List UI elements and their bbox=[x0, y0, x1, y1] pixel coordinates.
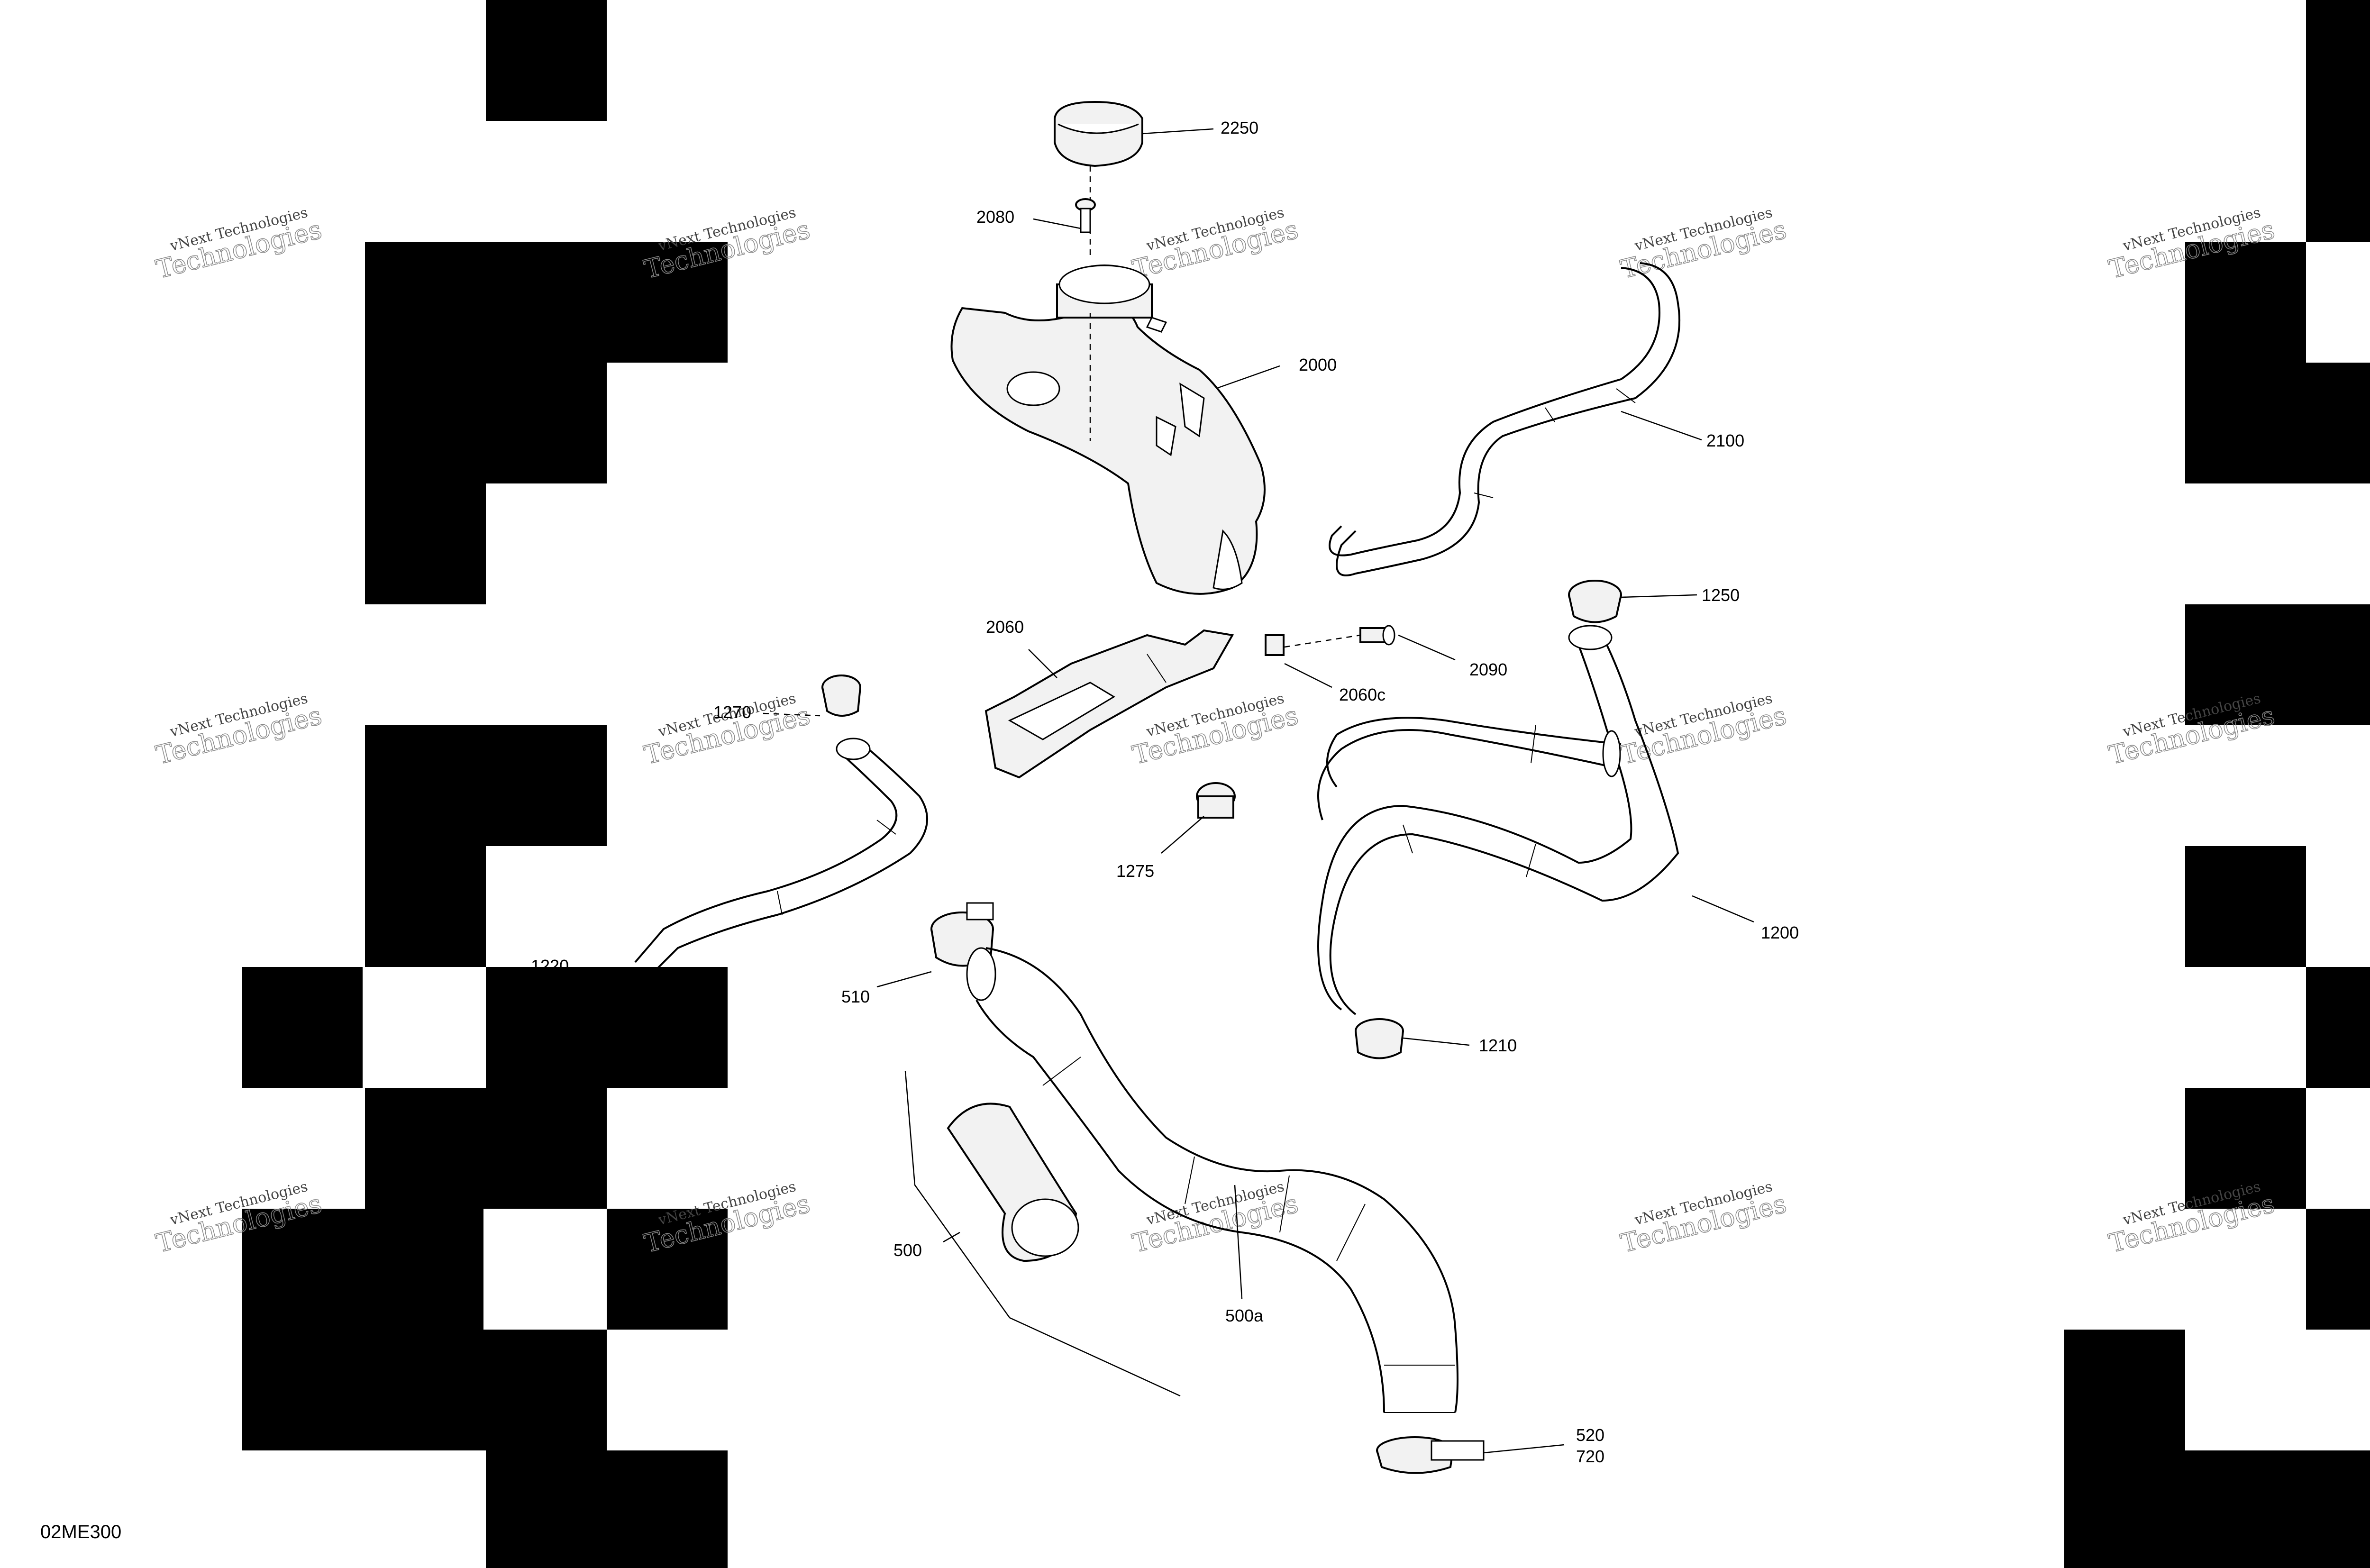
watermark: vNext Technologies Technologies bbox=[153, 204, 325, 285]
watermark: vNext Technologies Technologies bbox=[1129, 1178, 1302, 1259]
label-2060: 2060 bbox=[986, 617, 1024, 637]
label-1220: 1220 bbox=[531, 956, 569, 975]
watermark: vNext Technologies Technologies bbox=[1129, 204, 1302, 285]
part-2100-hose bbox=[1329, 262, 1680, 576]
part-2060-bracket bbox=[984, 629, 1234, 779]
part-1250-clamp bbox=[1568, 580, 1622, 623]
label-2080: 2080 bbox=[976, 207, 1014, 227]
label-520: 520 bbox=[1576, 1425, 1604, 1445]
watermark: vNext Technologies Technologies bbox=[1617, 204, 1790, 285]
label-2250: 2250 bbox=[1221, 118, 1258, 137]
label-510: 510 bbox=[841, 987, 870, 1006]
watermark: vNext Technologies Technologies bbox=[153, 690, 325, 771]
part-2080-screw bbox=[1075, 198, 1096, 233]
diagram-reference-code: 02ME300 bbox=[40, 1522, 121, 1542]
label-500a: 500a bbox=[1225, 1306, 1264, 1325]
part-520-clamp bbox=[1376, 1436, 1485, 1474]
part-2090-bolt bbox=[1284, 625, 1395, 648]
part-510-clamp bbox=[930, 902, 994, 967]
label-1275: 1275 bbox=[1116, 861, 1154, 881]
label-1210: 1210 bbox=[1479, 1036, 1517, 1055]
part-2000-tank bbox=[950, 264, 1266, 595]
leader-lines bbox=[580, 128, 1754, 1454]
label-500: 500 bbox=[893, 1240, 922, 1260]
part-2060c-grommet bbox=[1265, 634, 1285, 656]
pixel-pattern-right bbox=[2064, 0, 2370, 1568]
part-1275-plug bbox=[1196, 782, 1236, 819]
part-500a-hose bbox=[966, 947, 1458, 1413]
watermark: vNext Technologies Technologies bbox=[1617, 1178, 1790, 1259]
watermark: vNext Technologies Technologies bbox=[1617, 690, 1790, 771]
watermark: vNext Technologies Technologies bbox=[1129, 690, 1302, 771]
part-1220-hose bbox=[634, 738, 928, 973]
label-2100: 2100 bbox=[1706, 431, 1744, 450]
part-labels: 2250 2080 2000 2100 1250 2060 2090 2060c… bbox=[531, 118, 1799, 1466]
watermark: vNext Technologies Technologies bbox=[641, 690, 813, 771]
label-2060c: 2060c bbox=[1339, 685, 1386, 704]
part-500-sleeve bbox=[904, 1071, 1181, 1397]
label-720: 720 bbox=[1576, 1447, 1604, 1466]
part-1200-hose bbox=[1317, 625, 1679, 1015]
part-1270-clamp bbox=[821, 675, 861, 717]
label-2000: 2000 bbox=[1299, 355, 1337, 374]
label-1200: 1200 bbox=[1761, 923, 1799, 942]
label-2090: 2090 bbox=[1469, 660, 1507, 679]
label-1270: 1270 bbox=[713, 702, 751, 722]
pixel-pattern-left bbox=[242, 0, 728, 1568]
part-1210-clamp bbox=[1355, 1018, 1404, 1059]
label-1250: 1250 bbox=[1702, 585, 1740, 605]
part-2250-cap bbox=[1054, 100, 1143, 256]
